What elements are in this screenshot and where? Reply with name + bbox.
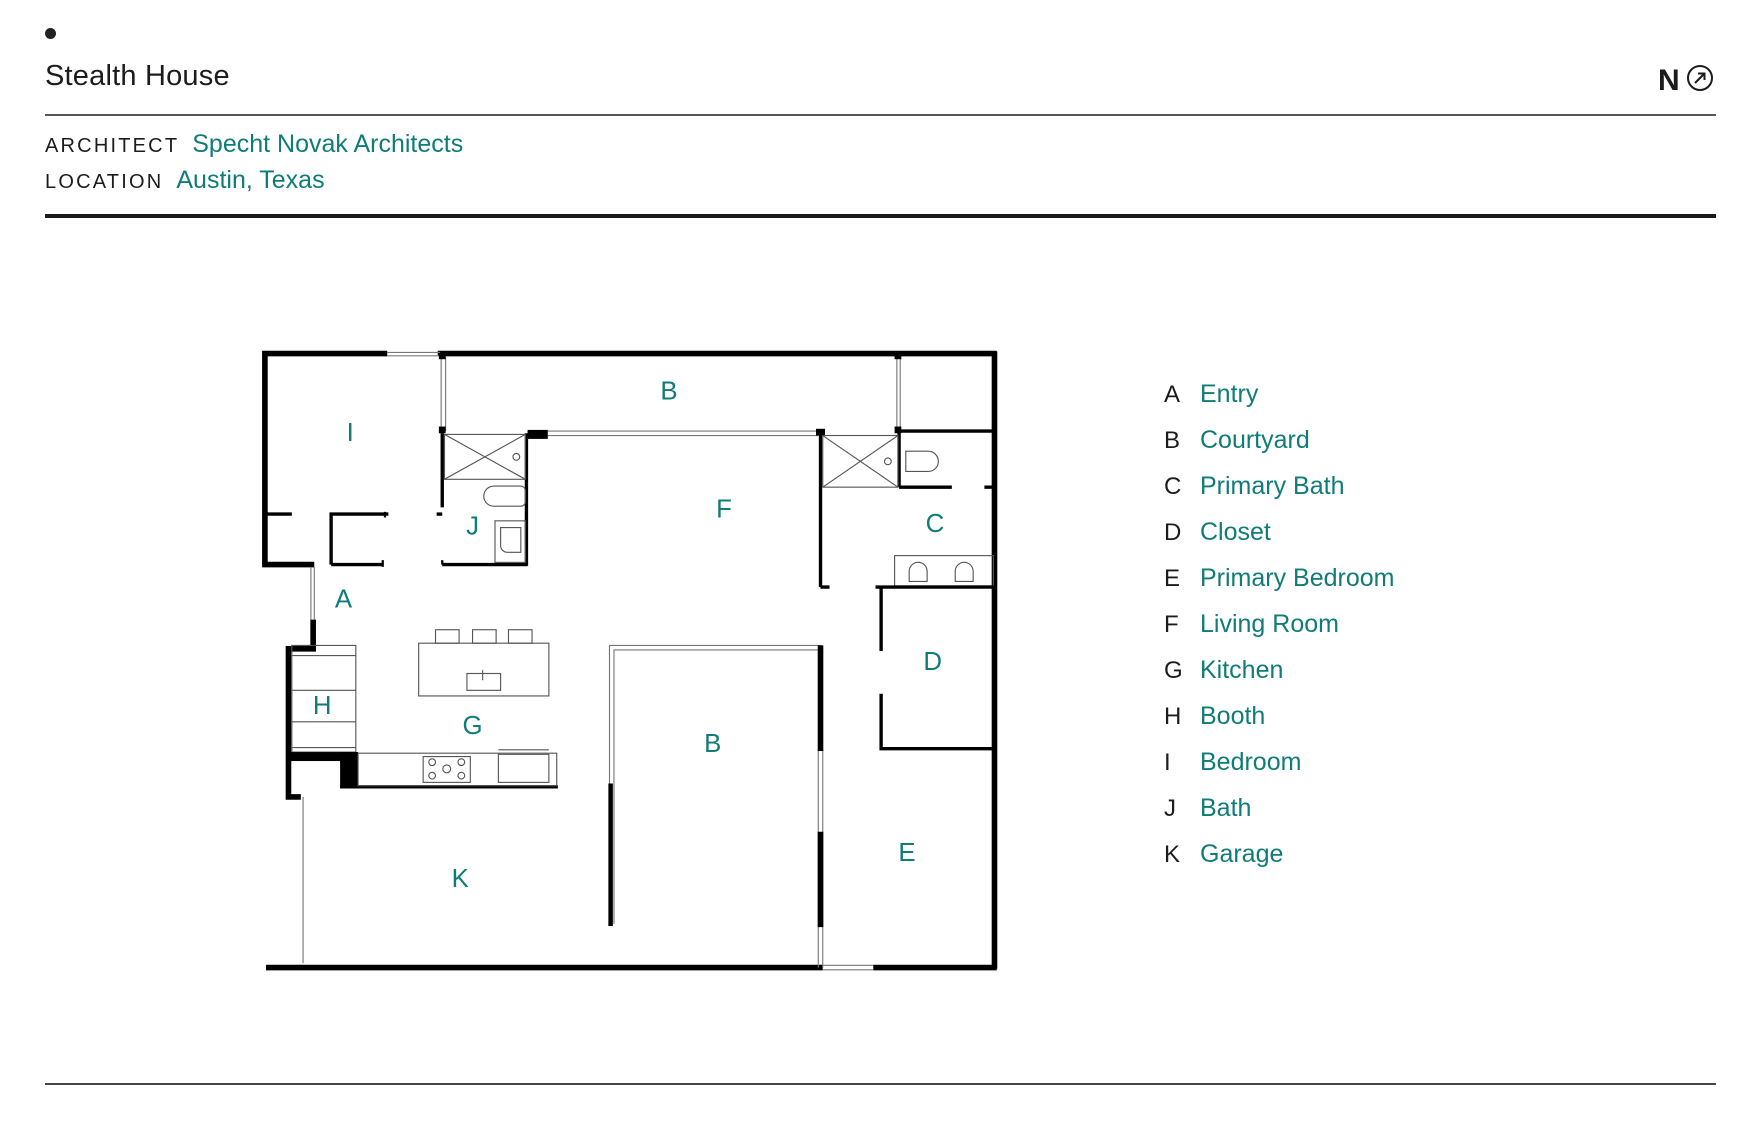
legend-item-primary-bath[interactable]: C Primary Bath bbox=[1164, 472, 1395, 518]
bullet-dot bbox=[45, 28, 56, 39]
room-label-C: C bbox=[926, 510, 945, 538]
room-label-J: J bbox=[466, 512, 479, 540]
legend-name: Primary Bath bbox=[1200, 472, 1345, 500]
room-label-I: I bbox=[347, 419, 354, 447]
north-label: N bbox=[1658, 63, 1680, 97]
legend-name: Garage bbox=[1200, 840, 1284, 868]
legend-letter: A bbox=[1164, 381, 1181, 408]
legend-letter: D bbox=[1164, 519, 1182, 546]
legend-item-bedroom[interactable]: I Bedroom bbox=[1164, 748, 1395, 794]
location-row: LOCATION Austin, Texas bbox=[45, 166, 325, 195]
legend-letter: E bbox=[1164, 565, 1181, 592]
legend-name: Living Room bbox=[1200, 610, 1339, 638]
room-label-F: F bbox=[716, 495, 732, 523]
legend-name: Booth bbox=[1200, 702, 1266, 730]
room-legend: A Entry B Courtyard C Primary Bath D Clo… bbox=[1164, 380, 1395, 886]
legend-name: Closet bbox=[1200, 518, 1271, 546]
legend-name: Bedroom bbox=[1200, 748, 1302, 776]
legend-name: Primary Bedroom bbox=[1200, 564, 1395, 592]
room-label-K: K bbox=[452, 865, 469, 893]
header-divider bbox=[45, 114, 1716, 116]
meta-divider bbox=[45, 214, 1716, 218]
footer-divider bbox=[45, 1083, 1716, 1085]
north-arrow-icon bbox=[1686, 64, 1714, 97]
room-label-D: D bbox=[923, 648, 942, 676]
legend-item-kitchen[interactable]: G Kitchen bbox=[1164, 656, 1395, 702]
room-label-A: A bbox=[335, 585, 353, 613]
legend-letter: H bbox=[1164, 703, 1182, 730]
architect-link[interactable]: Specht Novak Architects bbox=[192, 130, 464, 158]
legend-letter: I bbox=[1164, 749, 1171, 776]
legend-letter: J bbox=[1164, 795, 1176, 822]
room-label-G: G bbox=[463, 712, 483, 740]
legend-letter: C bbox=[1164, 473, 1182, 500]
location-link[interactable]: Austin, Texas bbox=[176, 166, 325, 194]
legend-item-living-room[interactable]: F Living Room bbox=[1164, 610, 1395, 656]
legend-letter: F bbox=[1164, 611, 1179, 638]
legend-name: Entry bbox=[1200, 380, 1259, 408]
legend-item-primary-bedroom[interactable]: E Primary Bedroom bbox=[1164, 564, 1395, 610]
legend-name: Kitchen bbox=[1200, 656, 1284, 684]
room-label-H: H bbox=[313, 692, 332, 720]
legend-item-entry[interactable]: A Entry bbox=[1164, 380, 1395, 426]
legend-item-booth[interactable]: H Booth bbox=[1164, 702, 1395, 748]
architect-label: ARCHITECT bbox=[45, 135, 180, 157]
legend-name: Courtyard bbox=[1200, 426, 1310, 454]
legend-name: Bath bbox=[1200, 794, 1252, 822]
location-label: LOCATION bbox=[45, 171, 164, 193]
legend-letter: G bbox=[1164, 657, 1183, 684]
legend-item-closet[interactable]: D Closet bbox=[1164, 518, 1395, 564]
legend-letter: K bbox=[1164, 841, 1181, 868]
legend-item-garage[interactable]: K Garage bbox=[1164, 840, 1395, 886]
page-title: Stealth House bbox=[45, 60, 230, 92]
room-label-B-courtyard: B bbox=[704, 730, 721, 758]
legend-item-bath[interactable]: J Bath bbox=[1164, 794, 1395, 840]
room-label-E: E bbox=[898, 839, 915, 867]
north-indicator: N bbox=[1658, 64, 1714, 97]
room-label-B-north: B bbox=[660, 378, 677, 406]
architect-row: ARCHITECT Specht Novak Architects bbox=[45, 130, 463, 159]
legend-letter: B bbox=[1164, 427, 1181, 454]
legend-item-courtyard[interactable]: B Courtyard bbox=[1164, 426, 1395, 472]
